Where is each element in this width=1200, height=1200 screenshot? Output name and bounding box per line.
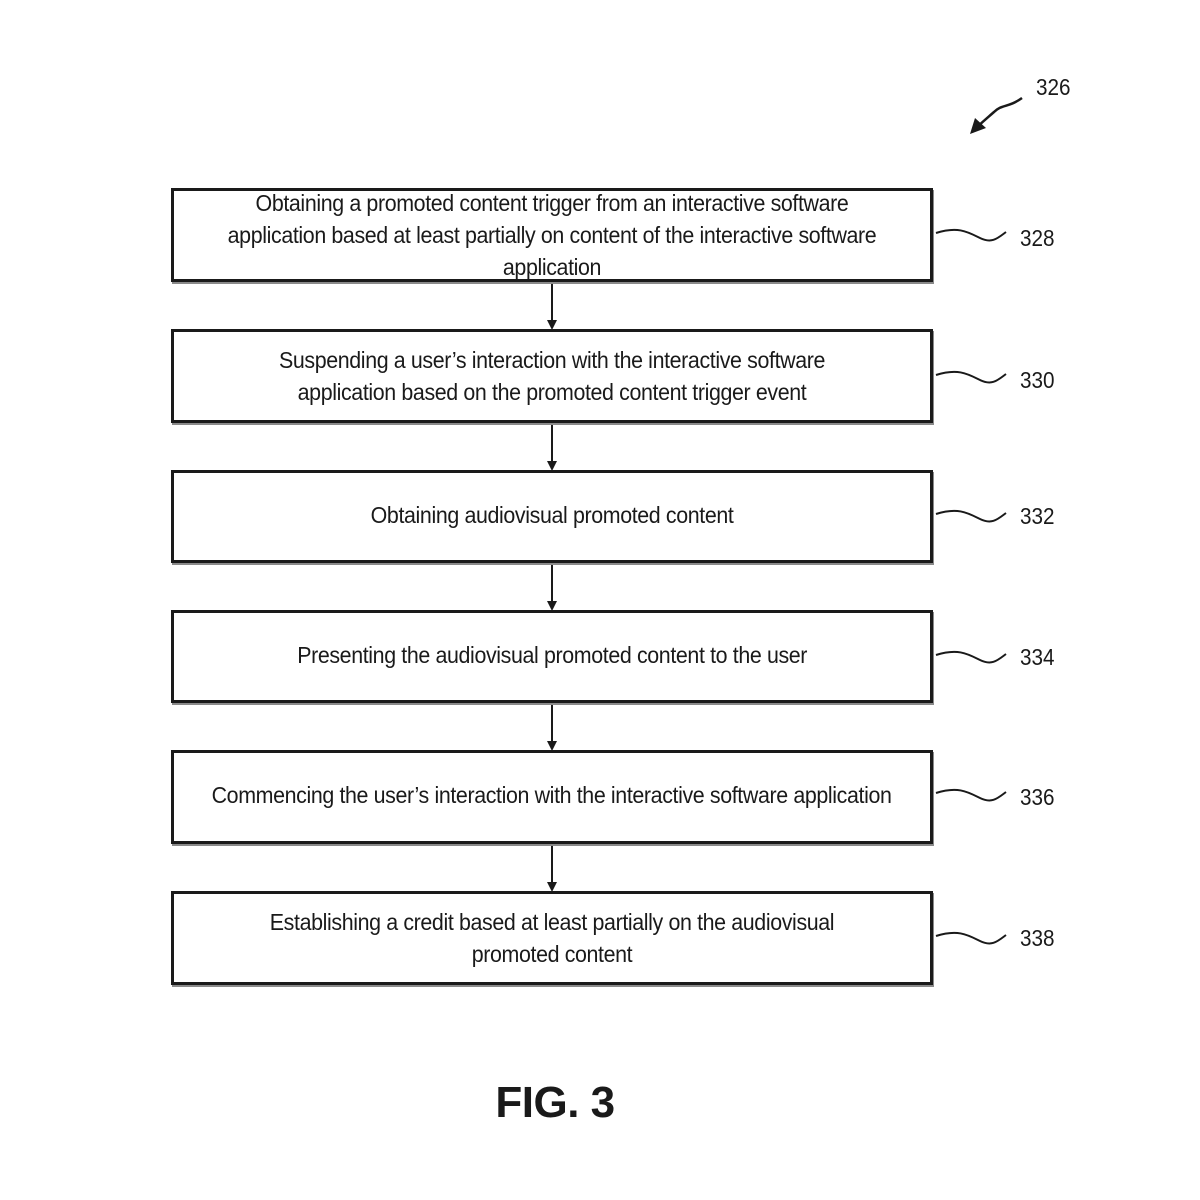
step-text-336: Commencing the user’s interaction with t… — [212, 782, 892, 808]
leader-line-328 — [935, 228, 1007, 242]
step-box-328: Obtaining a promoted content trigger fro… — [171, 188, 933, 282]
step-box-332: Obtaining audiovisual promoted content — [171, 470, 933, 563]
leader-line-336 — [935, 788, 1007, 802]
step-ref-330: 330 — [1020, 367, 1055, 393]
step-ref-336: 336 — [1020, 784, 1055, 810]
leader-line-338 — [935, 931, 1007, 945]
leader-line-334 — [935, 650, 1007, 664]
step-box-330: Suspending a user’s interaction with the… — [171, 329, 933, 423]
step-text-328: Obtaining a promoted content trigger fro… — [227, 190, 877, 280]
step-text-332: Obtaining audiovisual promoted content — [370, 501, 734, 528]
step-box-336: Commencing the user’s interaction with t… — [171, 750, 933, 844]
step-ref-328: 328 — [1020, 225, 1055, 251]
step-box-334: Presenting the audiovisual promoted cont… — [171, 610, 933, 703]
leader-line-332 — [935, 509, 1007, 523]
step-ref-332: 332 — [1020, 503, 1055, 529]
step-text-334: Presenting the audiovisual promoted cont… — [297, 641, 807, 668]
figure-label: FIG. 3 — [495, 1078, 615, 1127]
diagram-ref-arrow — [971, 96, 1023, 133]
step-box-338: Establishing a credit based at least par… — [171, 891, 933, 985]
step-ref-334: 334 — [1020, 644, 1055, 670]
step-ref-338: 338 — [1020, 925, 1055, 951]
step-text-330: Suspending a user’s interaction with the… — [278, 347, 826, 405]
step-text-338: Establishing a credit based at least par… — [269, 909, 835, 967]
leader-line-330 — [935, 370, 1007, 384]
diagram-ref-label: 326 — [1036, 74, 1071, 100]
